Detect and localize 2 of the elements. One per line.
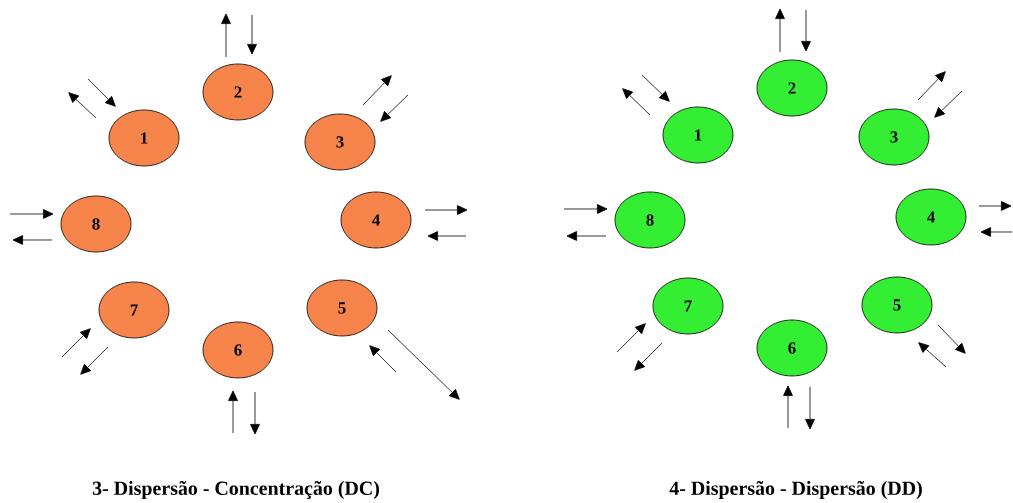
caption: 3- Dispersão - Concentração (DC): [92, 480, 379, 500]
caption: 4- Dispersão - Dispersão (DD): [669, 480, 922, 500]
